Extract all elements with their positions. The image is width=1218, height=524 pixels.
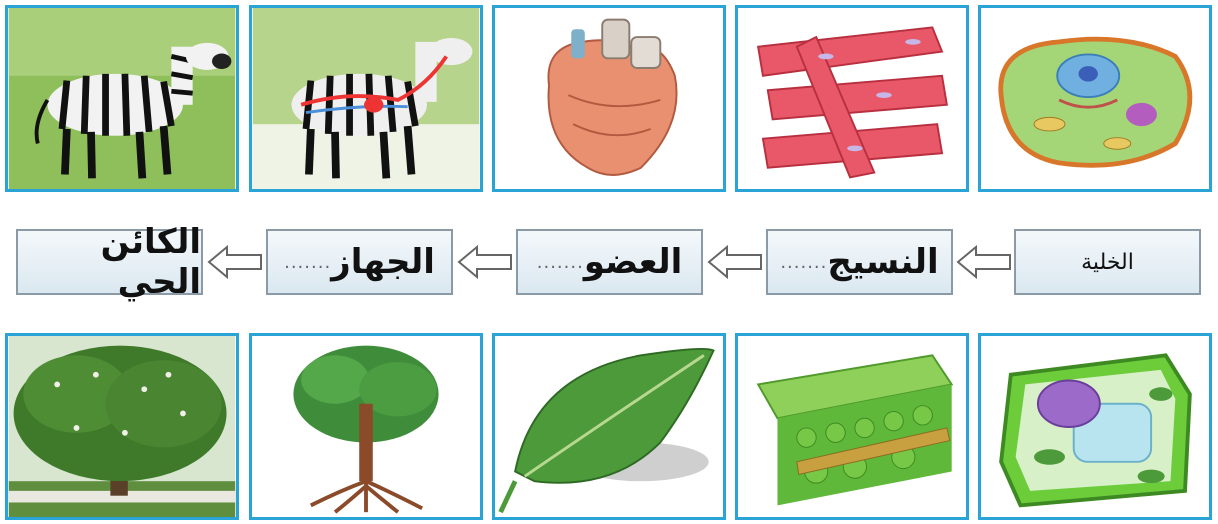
tree-image [5,333,239,520]
zebra-icon [8,8,236,189]
muscle-tissue-icon [738,8,966,189]
arrow-left-icon [457,245,513,279]
animal-cell-image [978,5,1212,192]
plant-cell-icon [981,336,1209,517]
leaf-icon [495,336,723,517]
leaf-image [492,333,726,520]
tree-icon [8,336,236,517]
animal-cell-icon [981,8,1209,189]
level-organ: العضو ....... [516,229,703,295]
plant-system-icon [252,336,480,517]
circulatory-system-icon [252,8,480,189]
blank-dots: ....... [537,252,584,273]
level-system-text: الجهاز [331,242,435,282]
level-system: الجهاز ....... [266,229,453,295]
zebra-image [5,5,239,192]
plant-system-image [249,333,483,520]
blank-dots: ....... [780,252,827,273]
heart-icon [495,8,723,189]
level-organism: الكائن الحي [16,229,203,295]
blank-dots: ....... [284,252,331,273]
arrow-left-icon [707,245,763,279]
leaf-tissue-image [735,333,969,520]
level-organ-text: العضو [584,242,682,282]
level-cell-text: الخلية [1081,250,1134,275]
muscle-tissue-image [735,5,969,192]
arrow-left-icon [207,245,263,279]
level-cell: الخلية [1014,229,1201,295]
level-organism-text: الكائن الحي [18,222,201,302]
level-tissue-text: النسيج [827,242,938,282]
leaf-tissue-icon [738,336,966,517]
heart-image [492,5,726,192]
level-tissue: النسيج ....... [766,229,953,295]
plant-cell-image [978,333,1212,520]
arrow-left-icon [956,245,1012,279]
zebra-circulatory-image [249,5,483,192]
